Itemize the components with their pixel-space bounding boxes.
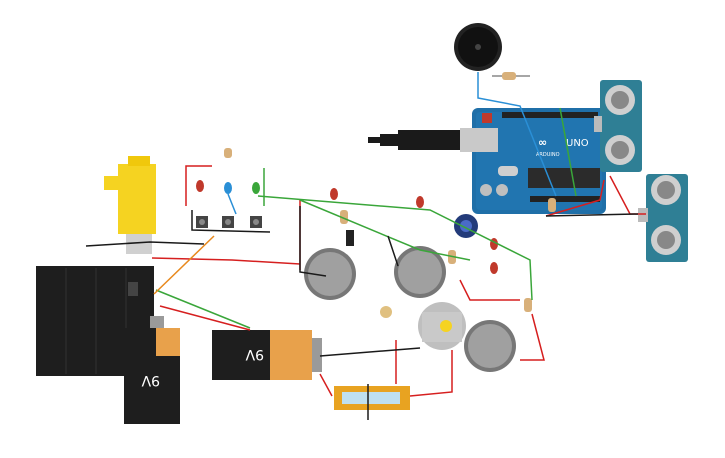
led-red-2[interactable] [330, 188, 338, 200]
arduino-uno-label: UNO [566, 138, 589, 149]
resistor-5[interactable] [224, 148, 232, 158]
reset-button[interactable] [482, 113, 492, 123]
piezo-buzzer[interactable] [454, 23, 502, 71]
digital-header [502, 112, 598, 118]
push-button-2[interactable] [222, 216, 234, 228]
dc-gear-motor[interactable] [104, 156, 156, 254]
analog-header [530, 196, 600, 202]
arduino-brand-label: ARDUINO [536, 152, 560, 158]
arduino-uno-board[interactable]: ∞ UNO ARDUINO [368, 108, 606, 214]
led-red-3[interactable] [416, 196, 424, 208]
small-dc-motor[interactable] [418, 302, 466, 350]
slide-potentiometer[interactable] [334, 386, 410, 410]
buzzer-resistor[interactable] [492, 72, 530, 80]
arduino-logo: ∞ [538, 136, 547, 149]
resistor-3[interactable] [524, 298, 532, 312]
battery-9v-horizontal-label: 9V [245, 346, 264, 362]
led-green[interactable] [252, 182, 260, 194]
atmega-chip [528, 168, 600, 188]
resistor-4[interactable] [548, 198, 556, 212]
battery-9v-vertical[interactable]: 9V [124, 316, 180, 424]
push-button-3[interactable] [250, 216, 262, 228]
usb-cable[interactable] [368, 130, 460, 150]
ultrasonic-sensor-right[interactable] [638, 174, 688, 262]
coin-cell-2[interactable] [394, 246, 446, 298]
battery-9v-horizontal[interactable]: 9V [212, 330, 322, 380]
push-button-1[interactable] [196, 216, 208, 228]
usb-connector [460, 128, 498, 152]
coin-cell-3[interactable] [464, 320, 516, 372]
wires [85, 72, 646, 420]
ultrasonic-sensor-top[interactable] [594, 80, 642, 172]
led-red-5[interactable] [490, 262, 498, 274]
battery-9v-vertical-label: 9V [141, 372, 160, 388]
led-blue[interactable] [224, 182, 232, 194]
photoresistor[interactable] [380, 306, 392, 318]
resistor-1[interactable] [340, 210, 348, 224]
led-red-1[interactable] [196, 180, 204, 192]
coin-cell-1[interactable] [304, 230, 356, 300]
potentiometer[interactable] [454, 214, 478, 238]
